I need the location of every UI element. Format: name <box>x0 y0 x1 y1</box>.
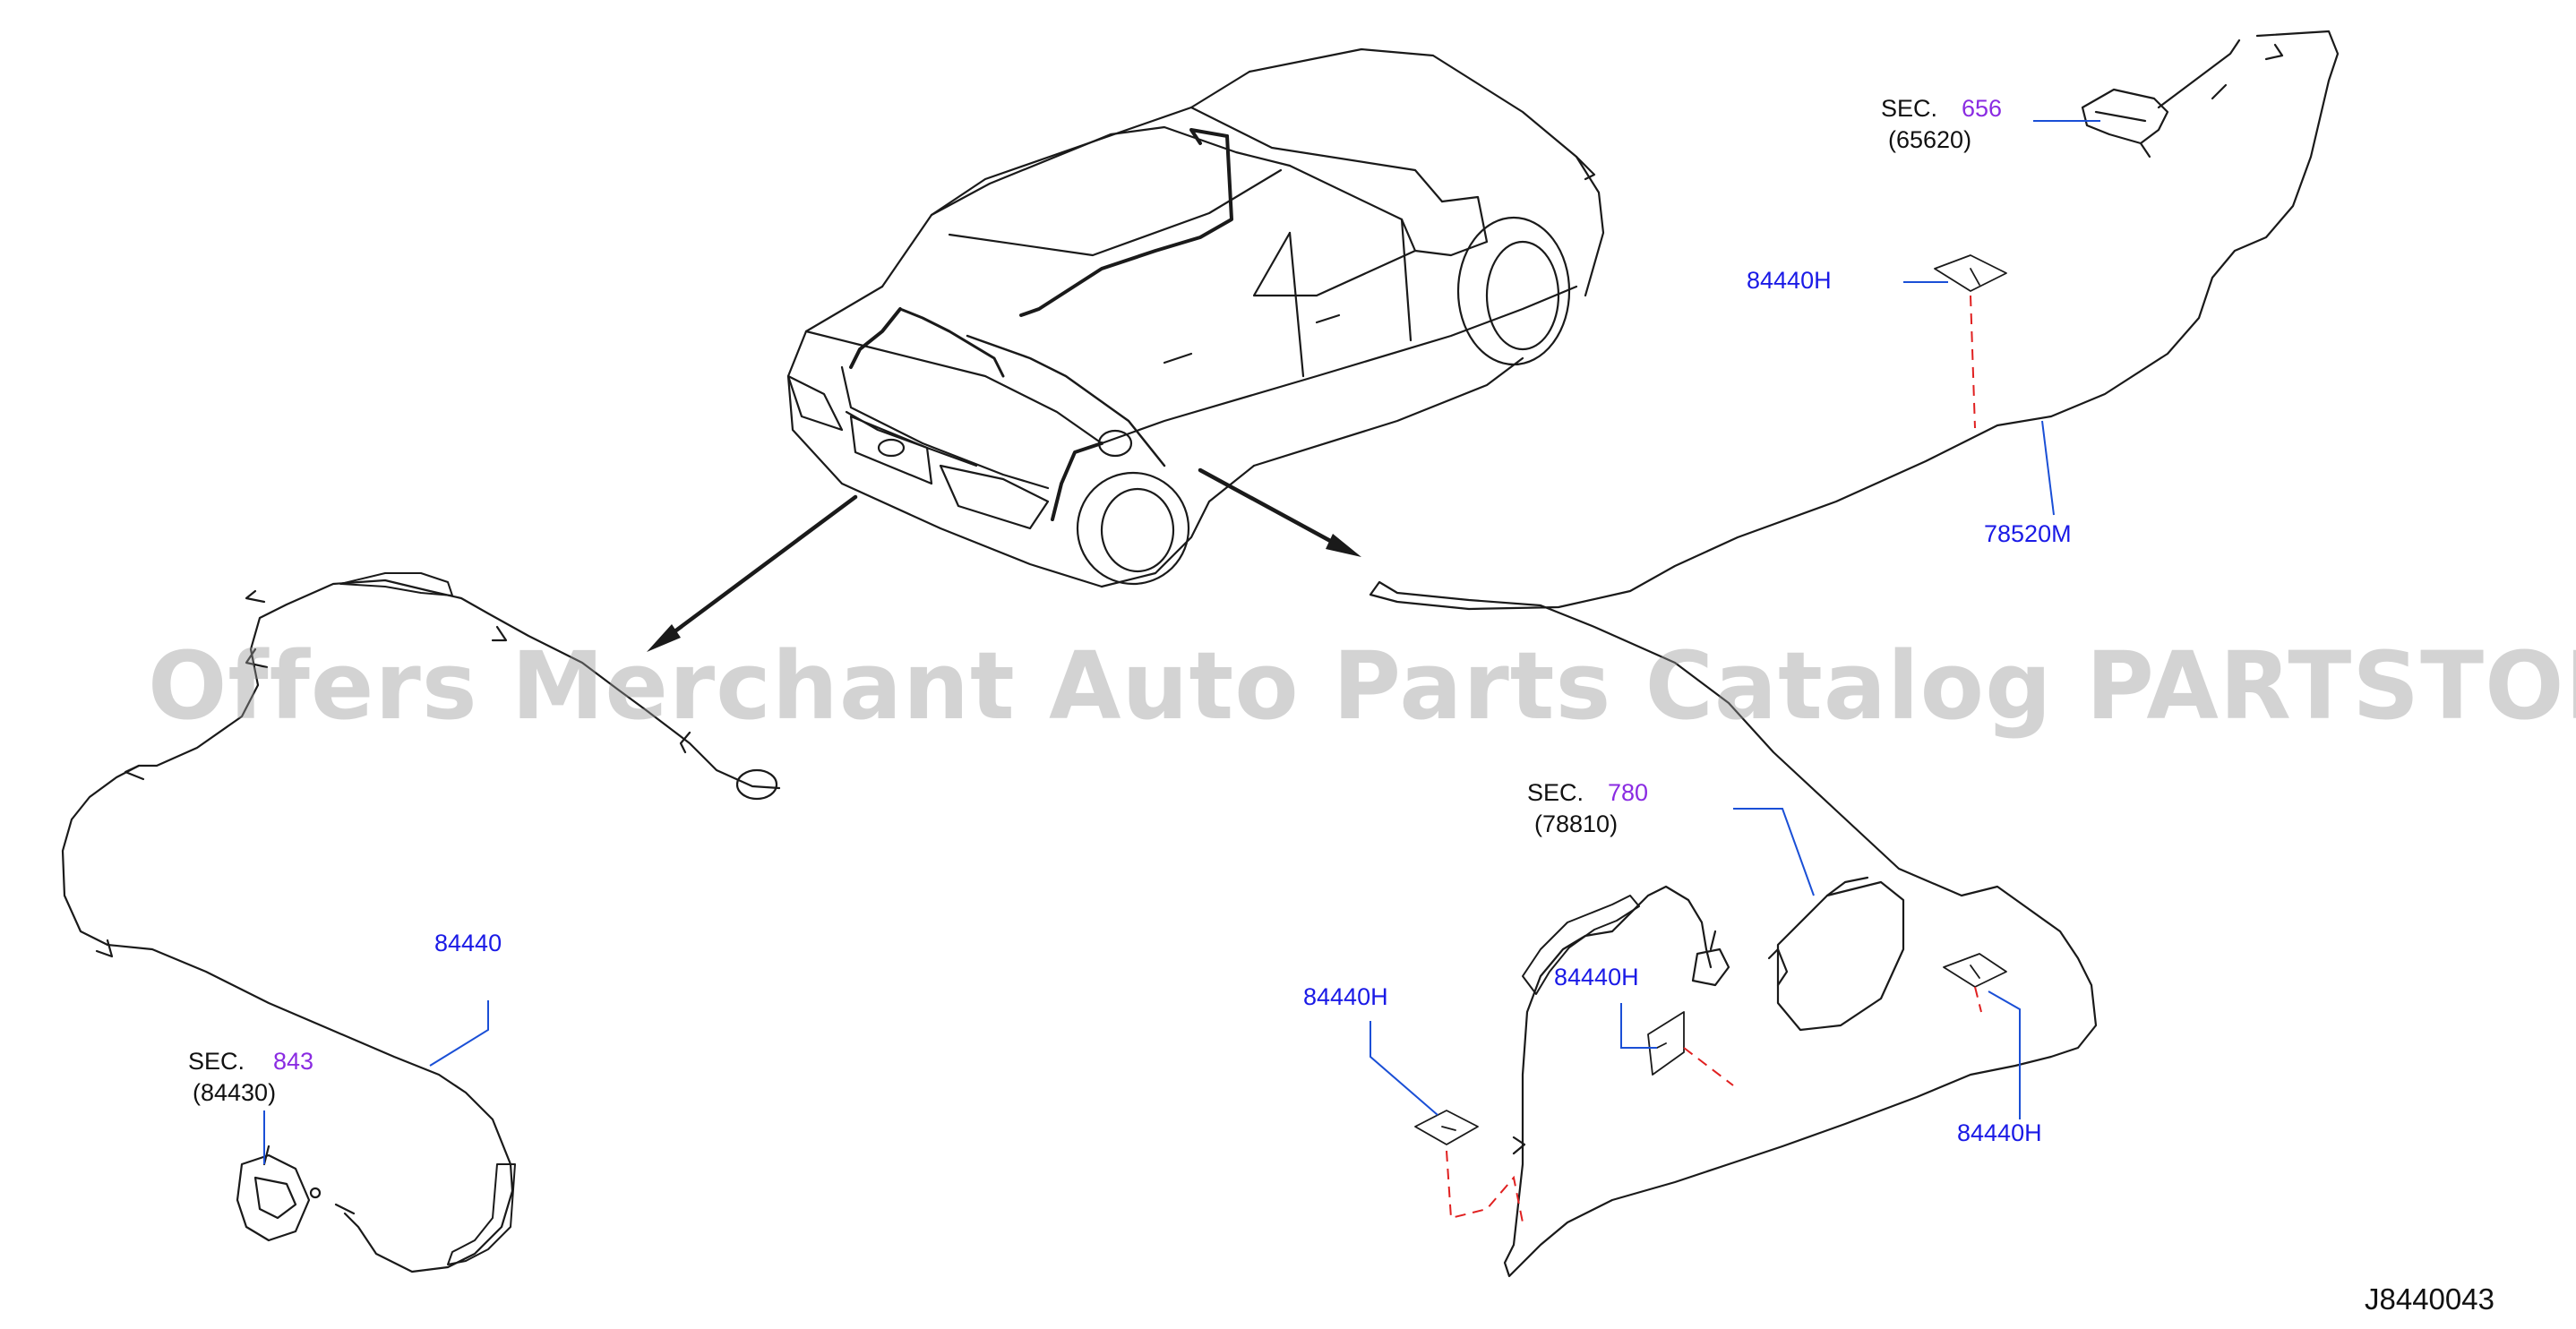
clip-84440H-shapes <box>1414 254 2007 1145</box>
pointer-arrows <box>660 467 1346 643</box>
part-84440H-top[interactable]: 84440H <box>1747 267 1832 294</box>
sec-780-sub: (78810) <box>1534 810 1619 837</box>
part-84440H-left[interactable]: 84440H <box>1303 983 1388 1010</box>
part-84440H-right[interactable]: 84440H <box>1957 1119 2042 1146</box>
sec-656-link[interactable]: 656 <box>1962 95 2003 122</box>
diagram-id: J8440043 <box>2365 1282 2494 1316</box>
sec-656-prefix: SEC. <box>1881 95 1938 122</box>
part-78520M[interactable]: 78520M <box>1984 520 2072 547</box>
sec-780-link[interactable]: 780 <box>1608 779 1649 806</box>
sec-843-sub: (84430) <box>193 1079 277 1106</box>
opener-cable-84440 <box>61 572 781 1273</box>
vehicle-illustration <box>786 47 1605 588</box>
sec-656-sub: (65620) <box>1888 126 1972 153</box>
fuel-lid-cable-78520M <box>1369 30 2340 1278</box>
sec-843-prefix: SEC. <box>188 1048 245 1075</box>
part-84440[interactable]: 84440 <box>434 930 502 956</box>
watermark: Offers Merchant Auto Parts Catalog PARTS… <box>148 631 2576 741</box>
leader-lines <box>263 120 2100 1164</box>
sec-843-link[interactable]: 843 <box>273 1048 314 1075</box>
alignment-dashes <box>1446 295 1982 1223</box>
part-84440H-mid[interactable]: 84440H <box>1554 964 1639 990</box>
sec-780-prefix: SEC. <box>1527 779 1584 806</box>
